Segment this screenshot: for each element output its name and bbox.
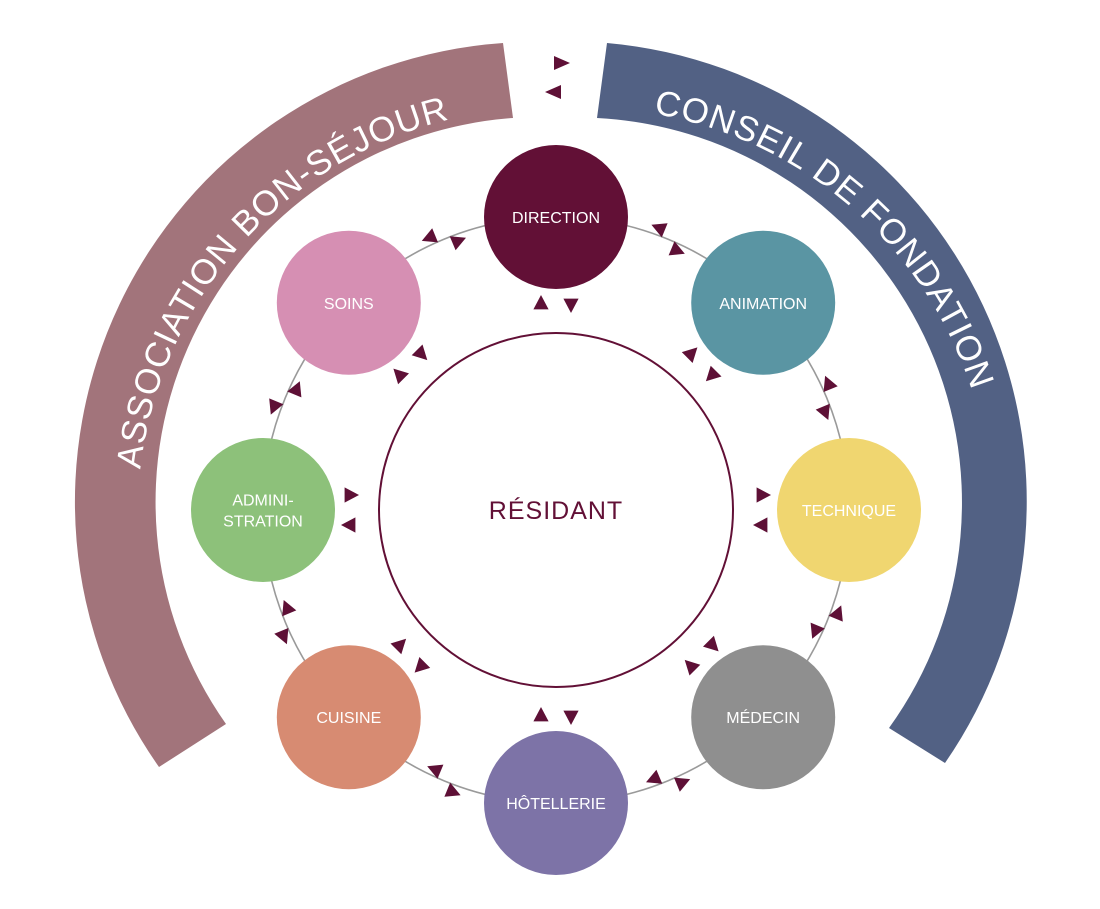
band-exchange-arrows — [545, 56, 570, 99]
arrow-icon — [344, 487, 359, 503]
arrow-icon — [810, 622, 825, 639]
arrow-icon — [684, 659, 701, 676]
center-circle — [378, 332, 734, 688]
arrow-icon — [563, 298, 579, 313]
arrow-icon — [427, 764, 444, 779]
node-label: SOINS — [324, 296, 374, 313]
node-circle — [484, 145, 628, 289]
node-label: HÔTELLERIE — [506, 794, 606, 813]
arrow-icon — [828, 605, 843, 622]
exchange-arrows — [269, 223, 843, 797]
arrow-icon — [703, 635, 719, 652]
arrow-icon — [753, 517, 768, 533]
arrow-icon — [681, 347, 698, 363]
service-nodes: DIRECTION ANIMATION TECHNIQUE MÉDECIN HÔTELL… — [191, 145, 921, 875]
node-circle — [276, 230, 421, 375]
arrow-right-icon — [554, 56, 570, 70]
node-cuisine: CUISINE — [276, 645, 421, 790]
node-label: CUISINE — [316, 710, 381, 727]
left-band — [74, 43, 513, 767]
node-label: ANIMATION — [719, 296, 807, 313]
center-label: RÉSIDANT — [489, 496, 623, 525]
arrow-icon — [533, 707, 549, 722]
node-label: DIRECTION — [512, 210, 600, 227]
arrow-icon — [341, 517, 356, 533]
node-animation: ANIMATION — [691, 230, 836, 375]
node-label: TECHNIQUE — [802, 503, 896, 520]
arrow-icon — [421, 228, 438, 243]
node-label: STRATION — [223, 514, 303, 531]
arrow-icon — [411, 344, 428, 361]
arrow-icon — [756, 487, 771, 503]
right-band — [597, 43, 1027, 763]
arrow-icon — [274, 628, 289, 645]
node-circle — [691, 645, 836, 790]
node-hotellerie: HÔTELLERIE — [484, 731, 628, 875]
arrow-icon — [651, 223, 668, 238]
node-label: MÉDECIN — [726, 708, 800, 727]
arrow-icon — [444, 782, 461, 797]
arrow-icon — [533, 295, 549, 310]
node-circle — [777, 438, 921, 582]
node-circle — [276, 645, 421, 790]
arrow-icon — [646, 769, 663, 784]
node-circle — [191, 438, 335, 582]
arrow-icon — [269, 398, 284, 415]
arrow-icon — [668, 241, 685, 256]
node-circle — [484, 731, 628, 875]
node-soins: SOINS — [276, 230, 421, 375]
node-direction: DIRECTION — [484, 145, 628, 289]
arrow-icon — [287, 381, 302, 398]
arrow-left-icon — [545, 85, 561, 99]
arrow-icon — [815, 403, 830, 420]
arrow-icon — [823, 375, 838, 392]
arrow-icon — [393, 368, 409, 385]
node-circle — [691, 230, 836, 375]
arrow-icon — [563, 710, 579, 725]
arrow-icon — [282, 600, 297, 617]
arrow-icon — [705, 365, 722, 382]
arrow-icon — [414, 657, 431, 673]
arrow-icon — [674, 777, 691, 792]
arrow-icon — [390, 638, 407, 655]
node-administration: ADMINI- STRATION — [191, 438, 335, 582]
node-medecin: MÉDECIN — [691, 645, 836, 790]
node-label: ADMINI- — [232, 493, 293, 510]
arrow-icon — [449, 236, 466, 251]
node-technique: TECHNIQUE — [777, 438, 921, 582]
